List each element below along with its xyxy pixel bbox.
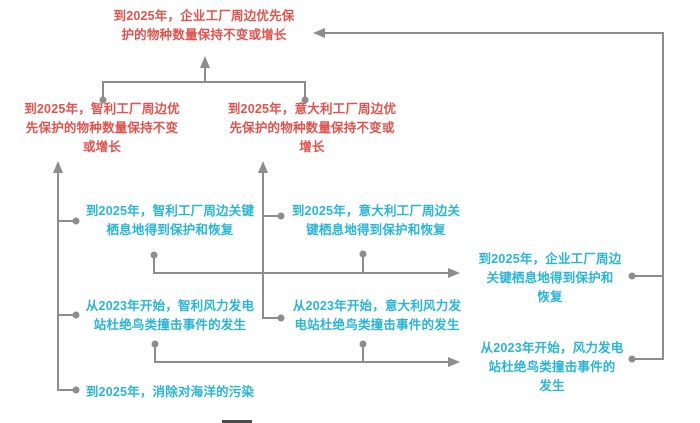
connector-habitat-merge xyxy=(153,255,450,274)
arrow-right-icon xyxy=(448,357,460,367)
arrow-up-icon xyxy=(53,161,63,173)
goal-text-line: 到2025年，企业工厂周边 xyxy=(478,252,622,266)
connector-top-bracket xyxy=(102,81,306,99)
goal-text-line: 先保护的物种数量保持不变或 xyxy=(229,121,395,135)
goal-node-italy-species: 到2025年，意大利工厂周边优 先保护的物种数量保持不变或 增长 xyxy=(228,100,396,157)
goal-text-line: 从2023年开始，智利风力发电 xyxy=(85,299,255,313)
arrow-right-icon xyxy=(448,268,460,278)
goal-text-line: 电站杜绝鸟类撞击事件的发生 xyxy=(294,318,460,332)
goal-text-line: 到2025年，智利工厂周边优 xyxy=(24,102,180,116)
goal-text-line: 到2025年，企业工厂周边优先保 xyxy=(113,9,295,23)
connector-right-rail xyxy=(324,32,664,360)
goal-text-line: 从2023年开始，意大利风力发 xyxy=(292,299,462,313)
goal-text-line: 或增长 xyxy=(82,140,122,154)
goal-node-chile-species: 到2025年，智利工厂周边优 先保护的物种数量保持不变 或增长 xyxy=(24,100,180,157)
goal-node-italy-wind: 从2023年开始，意大利风力发 电站杜绝鸟类撞击事件的发生 xyxy=(293,297,461,335)
goal-text-line: 关键栖息地得到保护和 xyxy=(486,271,614,285)
connector-left-rail xyxy=(57,171,76,391)
goal-node-corp-wind: 从2023年开始，风力发电 站杜绝鸟类撞击事件的 发生 xyxy=(481,339,624,396)
connector-arrowheads xyxy=(53,28,460,367)
goal-text-line: 发生 xyxy=(539,379,565,393)
arrow-up-icon xyxy=(200,56,210,68)
goal-text-line: 增长 xyxy=(299,140,325,154)
goal-node-corp-species: 到2025年，企业工厂周边优先保 护的物种数量保持不变或增长 xyxy=(113,7,294,45)
connector-endpoint-dots xyxy=(72,96,636,394)
connector-wind-merge xyxy=(154,344,450,363)
goal-node-chile-wind: 从2023年开始，智利风力发电 站杜绝鸟类撞击事件的发生 xyxy=(86,297,254,335)
goal-text-line: 栖息地得到保护和恢复 xyxy=(106,223,234,237)
goal-node-ocean: 到2025年，消除对海洋的污染 xyxy=(86,383,254,402)
goal-node-italy-habitat: 到2025年，意大利工厂周边关 键栖息地得到保护和恢复 xyxy=(292,202,460,240)
goal-text-line: 到2025年，智利工厂周边关键 xyxy=(85,204,255,218)
arrow-up-icon xyxy=(258,161,268,173)
goal-text-line: 到2025年，意大利工厂周边关 xyxy=(291,204,461,218)
goal-text-line: 恢复 xyxy=(537,290,563,304)
arrow-left-icon xyxy=(313,28,325,38)
goal-text-line: 站杜绝鸟类撞击事件的发生 xyxy=(93,318,247,332)
goal-text-line: 键栖息地得到保护和恢复 xyxy=(306,223,446,237)
goal-text-line: 站杜绝鸟类撞击事件的 xyxy=(488,360,616,374)
goal-text-line: 到2025年，消除对海洋的污染 xyxy=(85,385,255,399)
goal-text-line: 从2023年开始，风力发电 xyxy=(480,341,624,355)
cropped-element-fragment xyxy=(222,420,252,423)
goal-text-line: 先保护的物种数量保持不变 xyxy=(25,121,179,135)
goal-text-line: 护的物种数量保持不变或增长 xyxy=(121,28,287,42)
goal-node-corp-habitat: 到2025年，企业工厂周边 关键栖息地得到保护和 恢复 xyxy=(479,250,622,307)
goal-text-line: 到2025年，意大利工厂周边优 xyxy=(227,102,397,116)
connector-middle-rail xyxy=(262,171,281,319)
goal-node-chile-habitat: 到2025年，智利工厂周边关键 栖息地得到保护和恢复 xyxy=(86,202,254,240)
